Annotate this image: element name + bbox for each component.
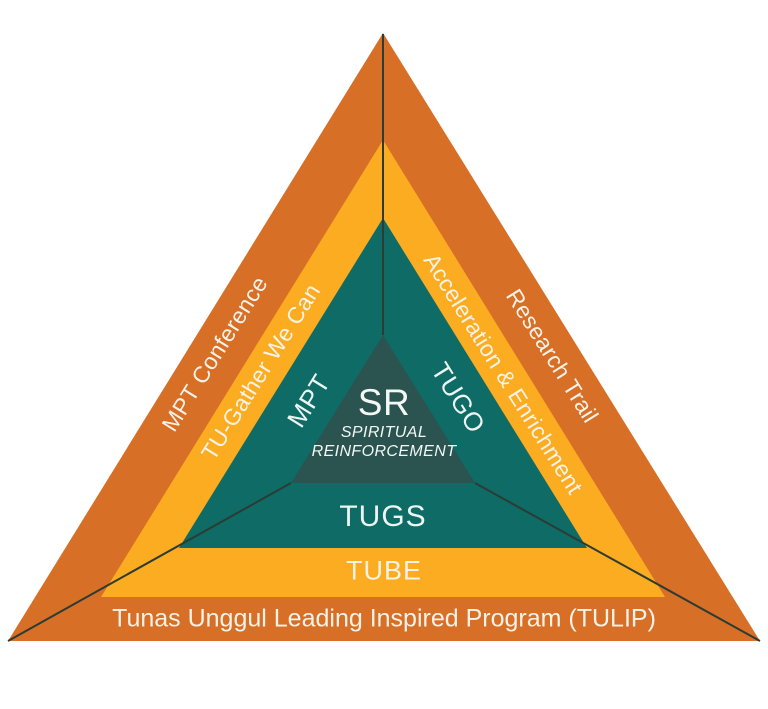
core-triangle xyxy=(291,335,475,483)
divider-line-left xyxy=(7,482,292,642)
divider-line-right xyxy=(474,482,761,642)
